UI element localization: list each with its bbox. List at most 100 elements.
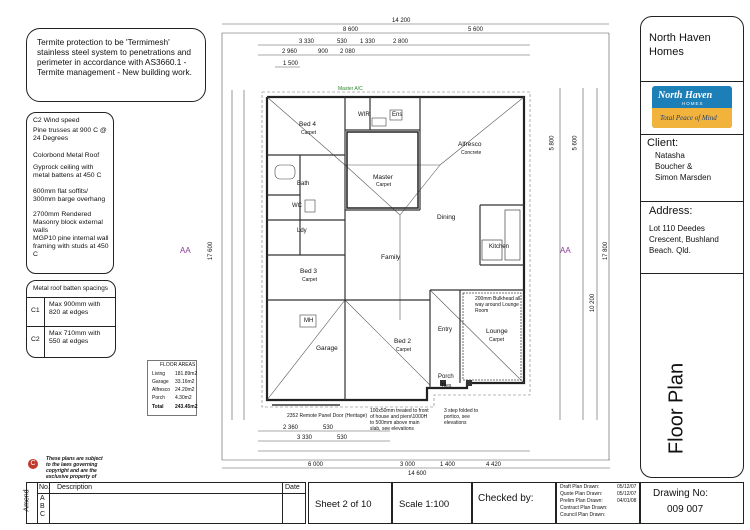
termite-note: Termite protection to be 'Termimesh' sta… (26, 28, 206, 102)
dim-top-h: 900 (318, 49, 329, 55)
logo-text: North Haven (658, 90, 713, 101)
dim-bottom-c: 1 400 (440, 462, 456, 468)
batten-text-c2: Max 710mm with 550 at edges (49, 330, 101, 345)
drawn-label-4: Council Plan Drawn: (560, 512, 606, 518)
room-bed4-floor: Carpet (301, 130, 317, 136)
area-value-porch: 4.30m2 (175, 395, 192, 401)
dim-right-b: 5 600 (572, 135, 579, 151)
area-label-porch: Porch (152, 395, 166, 401)
batten-text-c1: Max 900mm with 820 at edges (49, 301, 101, 316)
room-bed2-floor: Carpet (396, 347, 412, 353)
dim-bottom-a: 6 000 (308, 462, 324, 468)
room-wir: WIR (358, 112, 370, 118)
room-ens: Ens (392, 112, 403, 118)
dim-top-total: 14 200 (392, 18, 411, 24)
area-label-garage: Garage (152, 379, 169, 385)
sheet-title: Floor Plan (665, 362, 688, 455)
dim-left-total: 17 600 (208, 241, 215, 261)
batten-code-c2: C2 (31, 336, 40, 343)
room-bed2: Bed 2 (394, 338, 411, 345)
room-master: Master (373, 174, 393, 181)
sheet-number: Sheet 2 of 10 (315, 499, 372, 510)
copyright-mark: C (28, 459, 38, 469)
dim-bottom-h: 530 (337, 435, 348, 441)
room-family: Family (381, 254, 401, 261)
batten-code-c1: C1 (31, 307, 40, 314)
amend-desc-label: Description (57, 484, 93, 491)
title-block: North Haven Homes North Haven HOMES Tota… (640, 16, 744, 478)
dim-bottom-g: 3 330 (297, 435, 313, 441)
spec-6: MGP10 pine internal wall framing with st… (33, 235, 109, 258)
dim-top-a: 8 600 (343, 27, 359, 33)
logo-tagline: Total Peace of Mind (660, 114, 717, 122)
porch-note: 100x50mm treated to front of house and p… (370, 408, 429, 432)
room-bed3-floor: Carpet (302, 277, 318, 283)
lounge-note: 200mm Bulkhead all way around Lounge Roo… (475, 296, 521, 314)
area-label-total: Total (152, 404, 164, 410)
section-marker-left: AA (180, 246, 191, 255)
room-porch-floor: Tiles (441, 383, 452, 389)
step-note: 3 step folded to portico, see elevations (444, 408, 479, 426)
drawn-date-2: 04/01/08 (617, 498, 637, 504)
amend-row-c: C (40, 511, 46, 518)
drawing-number-box: Drawing No: 009 007 (640, 482, 744, 524)
specs-note: C2 Wind speed Pine trusses at 900 C @ 24… (26, 112, 114, 274)
drawing-label: Drawing No: (653, 488, 709, 499)
dim-top-f: 2 800 (393, 39, 409, 45)
dim-top-j: 1 500 (283, 61, 299, 67)
dim-bottom-d: 4 420 (486, 462, 502, 468)
room-bed3: Bed 3 (300, 268, 317, 275)
drawn-label-3: Contract Plan Drawn: (560, 505, 608, 511)
drawn-date-1: 05/12/07 (617, 491, 637, 497)
room-bed4: Bed 4 (299, 121, 316, 128)
floor-areas-title: FLOOR AREAS (160, 362, 196, 368)
termite-note-text: Termite protection to be 'Termimesh' sta… (37, 37, 192, 77)
area-value-garage: 33.16m2 (175, 379, 195, 385)
room-alfresco-floor: Concrete (461, 150, 482, 156)
address-label: Address: (649, 205, 693, 217)
checked-label: Checked by: (478, 493, 534, 504)
dim-bottom-f: 530 (323, 425, 334, 431)
drawing-number: 009 007 (667, 504, 704, 515)
scale-box: Scale 1:100 (392, 482, 472, 524)
amend-date-label: Date (285, 484, 300, 491)
dim-right-c: 5 800 (549, 135, 556, 151)
room-lounge: Lounge (486, 328, 508, 335)
spec-4: 600mm flat soffits/ 300mm barge overhang (33, 188, 106, 203)
dim-right-a: 10 200 (590, 293, 597, 313)
area-value-alfresco: 24.20m2 (175, 387, 195, 393)
drawn-label-1: Quote Plan Drawn: (560, 491, 603, 497)
dim-top-c: 3 330 (299, 39, 315, 45)
section-marker-right: AA (560, 246, 571, 255)
drawn-label-0: Draft Plan Drawn: (560, 484, 600, 490)
spec-1: Pine trusses at 900 C @ 24 Degrees (33, 127, 107, 142)
dim-top-b: 5 600 (468, 27, 484, 33)
room-mh: MH (304, 318, 314, 324)
dim-bottom-total: 14 600 (408, 471, 427, 477)
area-label-living: Living (152, 371, 166, 377)
batten-table: Metal roof batten spacings C1 Max 900mm … (26, 280, 116, 358)
drawn-dates: Draft Plan Drawn: 05/12/07 Quote Plan Dr… (556, 482, 640, 524)
client-label: Client: (647, 137, 679, 149)
area-label-alfresco: Alfresco (152, 387, 171, 393)
room-porch: Porch (438, 374, 454, 380)
amend-row-a: A (40, 495, 45, 502)
master-ac-label: Master A/C (338, 86, 363, 92)
amend-table: Amend No. Description Date A B C (23, 482, 306, 524)
room-lounge-floor: Carpet (489, 337, 505, 343)
room-ldy: Ldy (297, 228, 307, 234)
logo-sub: HOMES (682, 101, 704, 106)
room-wc: WC (292, 203, 302, 209)
dim-bottom-b: 3 000 (400, 462, 416, 468)
room-dining: Dining (437, 214, 456, 221)
amend-label: Amend (23, 489, 31, 512)
spec-0: C2 Wind speed (33, 117, 80, 124)
dim-top-i: 2 080 (340, 49, 356, 55)
dim-top-g: 2 960 (282, 49, 298, 55)
company-logo: North Haven HOMES Total Peace of Mind (652, 86, 732, 128)
client-name: Natasha Boucher & Simon Marsden (655, 151, 712, 182)
sheet-box: Sheet 2 of 10 (308, 482, 392, 524)
dim-top-d: 530 (337, 39, 348, 45)
scale-text: Scale 1:100 (399, 499, 450, 510)
spec-2: Colorbond Metal Roof (33, 152, 100, 159)
